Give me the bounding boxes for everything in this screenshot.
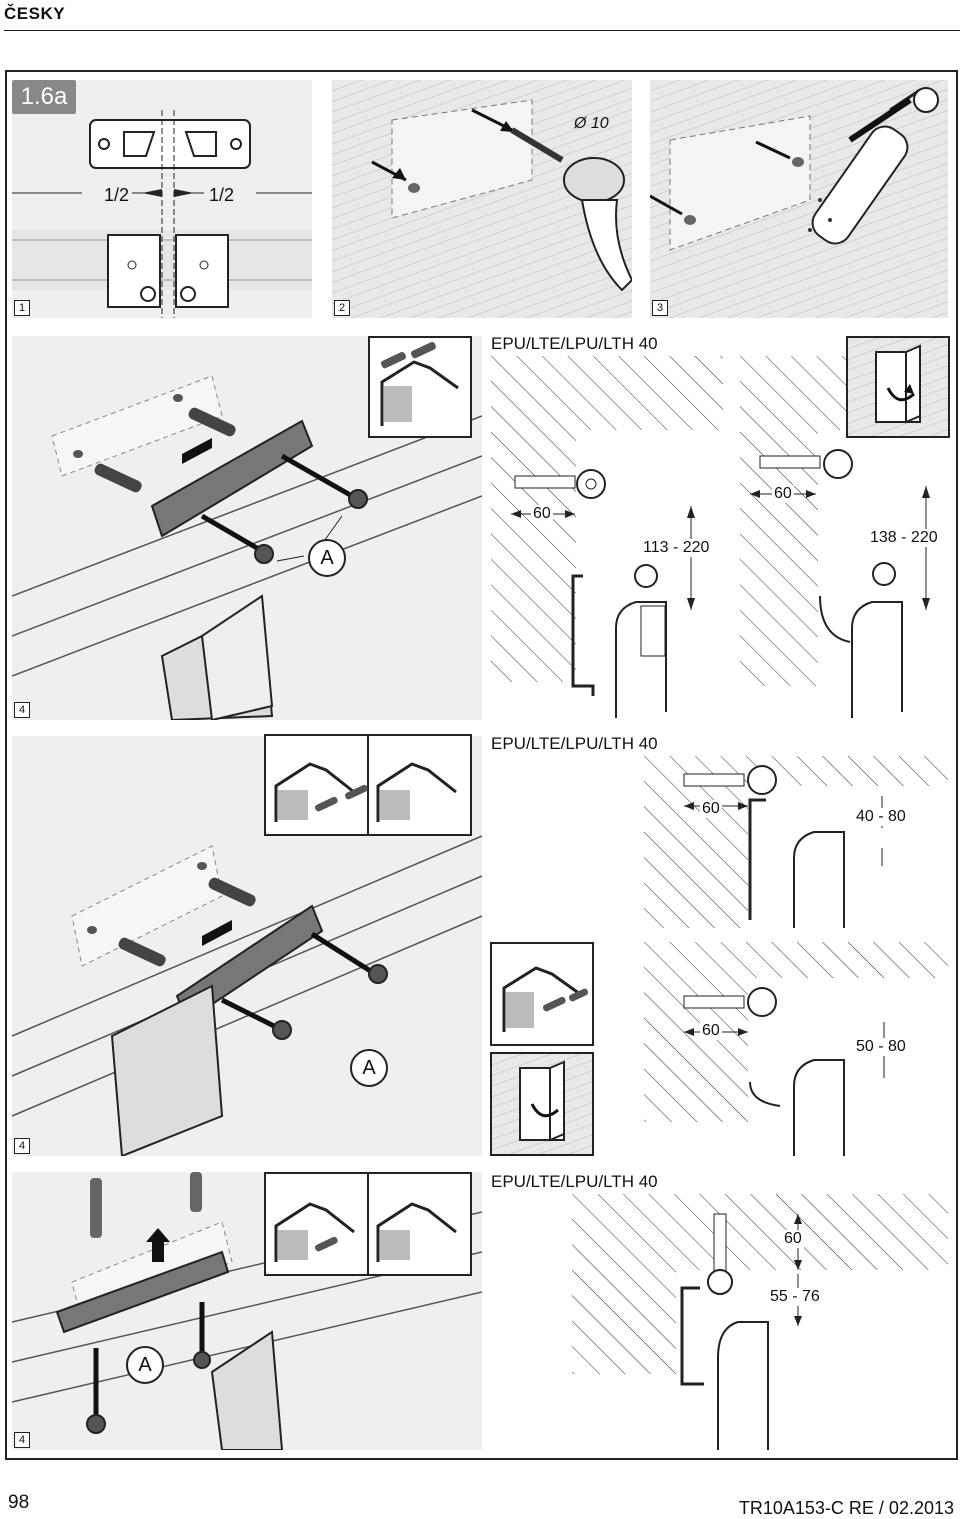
dim-height-3: 55 - 76 — [768, 1288, 822, 1306]
block1-heading: EPU/LTE/LPU/LTH 40 — [491, 334, 658, 353]
dim-height-2a: 40 - 80 — [854, 808, 908, 826]
inset-door-open-1 — [846, 336, 950, 438]
dim-depth-1b: 60 — [772, 485, 794, 503]
bracket-centering-illustration — [12, 110, 312, 318]
step-number-1: 1 — [14, 300, 30, 316]
drill-diameter-label: Ø 10 — [574, 115, 609, 132]
panel-step-1: 1/2 1/2 — [12, 80, 312, 318]
step-number-2: 2 — [334, 300, 350, 316]
section-diagram-1a: 60 113 - 220 — [491, 356, 723, 718]
section-diagram-2b: 60 50 - 80 — [644, 942, 948, 1156]
callout-a: A — [308, 539, 346, 577]
callout-a: A — [126, 1346, 164, 1384]
page-number: 98 — [8, 1492, 30, 1513]
inset-dowel-insert-pair-3 — [264, 1172, 472, 1276]
half-right-label: 1/2 — [209, 185, 235, 205]
panel-step-2: Ø 10 — [332, 80, 632, 318]
figure-frame — [5, 70, 958, 1460]
inset-dowel-insert — [368, 336, 472, 438]
dim-depth-2b: 60 — [700, 1022, 722, 1040]
dim-depth-3: 60 — [782, 1230, 804, 1248]
dim-depth-2a: 60 — [700, 800, 722, 818]
step-number-4c: 4 — [14, 1432, 30, 1448]
block3-heading: EPU/LTE/LPU/LTH 40 — [491, 1172, 658, 1191]
header-rule — [4, 30, 960, 31]
callout-a: A — [350, 1049, 388, 1087]
inset-dowel-insert-pair — [264, 734, 472, 836]
section-diagram-3: 60 55 - 76 — [572, 1194, 948, 1450]
dim-depth-1a: 60 — [531, 505, 553, 523]
dim-height-1b: 138 - 220 — [868, 529, 940, 547]
step-number-4b: 4 — [14, 1138, 30, 1154]
step-number-4a: 4 — [14, 702, 30, 718]
section-diagram-2a: 60 40 - 80 — [644, 756, 948, 928]
block2-heading: EPU/LTE/LPU/LTH 40 — [491, 734, 658, 753]
section-badge: 1.6a — [12, 80, 76, 114]
step-number-3: 3 — [652, 300, 668, 316]
blower-illustration — [650, 80, 948, 318]
language-label: ČESKY — [4, 4, 66, 23]
document-code: TR10A153-C RE / 02.2013 — [738, 1498, 954, 1518]
panel-step-3 — [650, 80, 948, 318]
half-left-label: 1/2 — [104, 185, 130, 205]
dim-height-1a: 113 - 220 — [641, 539, 712, 557]
inset-door-open-2 — [490, 1052, 594, 1156]
dim-height-2b: 50 - 80 — [854, 1038, 908, 1056]
inset-dowel-insert-2 — [490, 942, 594, 1046]
drill-illustration — [332, 80, 632, 318]
mounting-illustration-1: A — [12, 336, 482, 720]
